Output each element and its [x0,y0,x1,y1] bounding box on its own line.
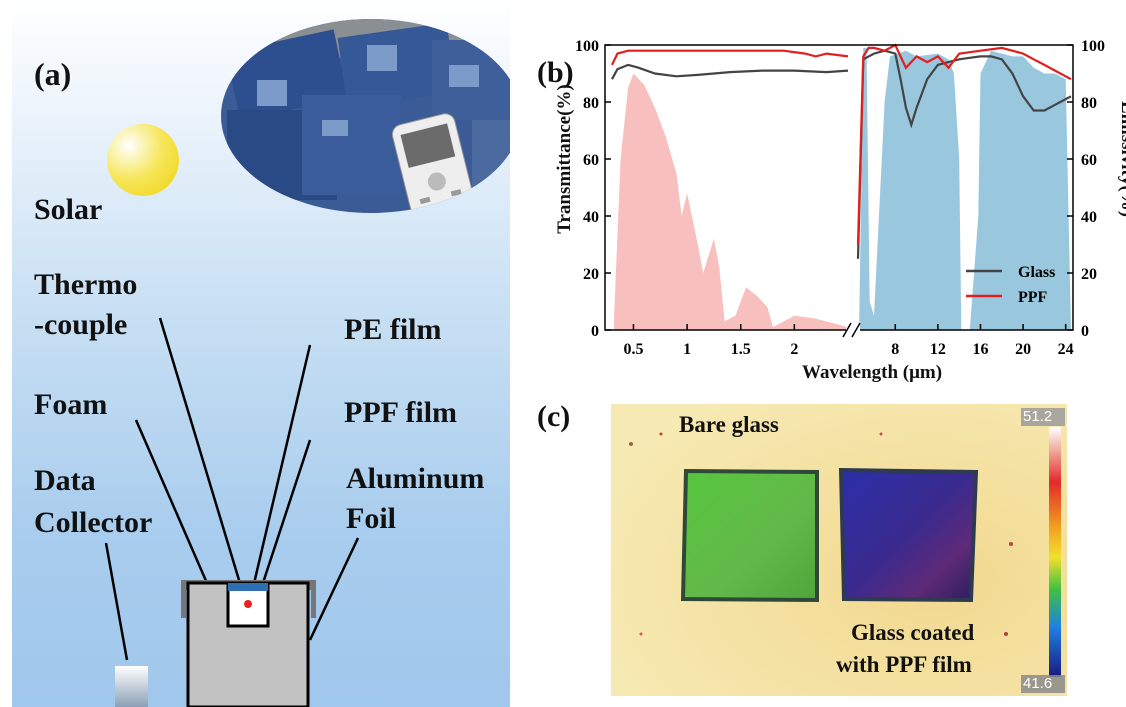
bare-glass-label: Bare glass [679,412,779,437]
panel-b-label: (b) [537,56,574,89]
y-tick-label-left: 40 [583,209,599,226]
y-tick-label-left: 60 [583,152,599,169]
thermal-image: Bare glass Glass coated with PPF film 51… [611,404,1067,696]
y-tick-label-left: 100 [575,38,599,55]
solar-spectrum-fill [614,73,848,330]
coated-glass-sample [838,467,979,603]
panel-c-label: (c) [537,400,571,433]
data-collector-label-line2: Collector [34,506,153,539]
series-line-ppf-seg0 [611,49,849,66]
y-tick-label-left: 80 [583,95,599,112]
coated-glass-label-line2: with PPF film [836,652,972,677]
temperature-scale-bar [1049,427,1061,677]
pe-film-label: PE film [344,313,442,346]
thermal-image-drawing [611,404,1067,696]
x-tick-label: 16 [972,341,988,358]
aluminum-foil-label-line1: Aluminum [346,462,485,495]
sun-icon [107,124,179,196]
y-axis-left-label: Transmittance(%) [554,84,575,234]
y-tick-label-right: 0 [1081,323,1089,340]
y-tick-label-right: 20 [1081,266,1097,283]
panel-a-drawing [104,19,510,707]
film-layer [228,583,268,591]
thermocouple-label-line1: Thermo [34,268,138,301]
scale-max-label: 51.2 [1023,408,1053,425]
foam-label: Foam [34,388,108,421]
y-tick-label-right: 60 [1081,152,1097,169]
data-collector-label-line1: Data [34,464,96,497]
thermocouple-point [244,600,252,608]
x-tick-label: 1.5 [731,341,751,358]
legend-label-ppf: PPF [1018,289,1048,306]
x-tick-label: 24 [1058,341,1074,358]
thermocouple-label-line2: -couple [34,308,128,341]
scale-min-label: 41.6 [1023,675,1053,692]
x-tick-label: 20 [1015,341,1031,358]
x-tick-label: 12 [930,341,946,358]
spectra-chart: 0 0 20 20 40 40 60 60 80 80 100 100 0.5 1 1.5 2 8 12 16 20 2… [575,38,1105,358]
y-tick-label-left: 20 [583,266,599,283]
panel-a-schematic: (a) Solar Thermo -couple PE film Foam PP… [12,0,510,707]
axis-break-mark [842,322,852,338]
x-axis-label: Wavelength (μm) [802,362,943,383]
y-tick-label-right: 80 [1081,95,1097,112]
data-logger-device [391,113,474,213]
atmospheric-window-fill [859,47,1071,331]
x-tick-label: 2 [790,341,798,358]
series-line-glass-seg0 [611,63,849,80]
y-tick-label-left: 0 [591,323,599,340]
series-line-ppf-seg1 [856,43,1072,245]
x-tick-label: 1 [683,341,691,358]
panel-a-label: (a) [34,56,72,92]
coated-glass-label-line1: Glass coated [851,620,975,645]
x-tick-label: 0.5 [623,341,643,358]
legend-label-glass: Glass [1018,264,1055,281]
data-collector-icon [115,666,148,707]
bare-glass-sample [680,468,819,603]
axis-break-mark [851,322,861,338]
experiment-box [181,580,316,707]
plot-frame [604,44,1074,331]
ppf-film-label: PPF film [344,396,458,429]
y-axis-right-label: Emissivity(%) [1117,100,1126,218]
y-tick-label-right: 40 [1081,209,1097,226]
x-tick-label: 8 [891,341,899,358]
y-tick-label-right: 100 [1081,38,1105,55]
aluminum-foil-label-line2: Foil [346,502,396,535]
solar-label: Solar [34,193,103,226]
